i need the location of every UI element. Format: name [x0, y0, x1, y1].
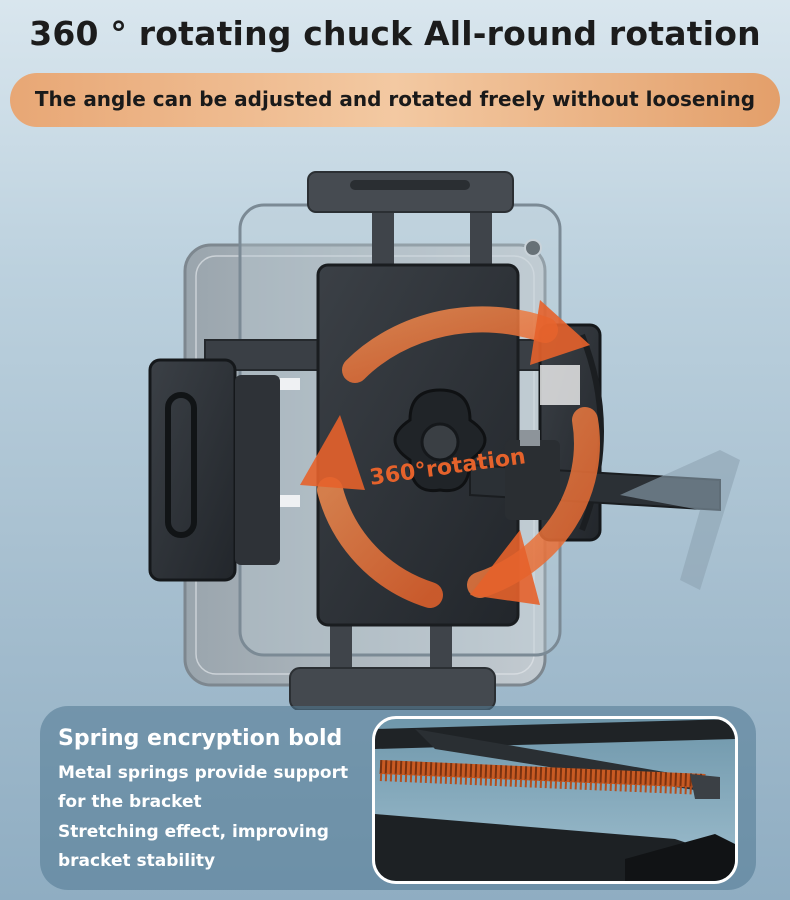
left-clamp — [148, 358, 280, 582]
spring-detail-image — [375, 719, 735, 881]
feature-line-1: Metal springs provide support — [58, 763, 349, 783]
camera-icon — [524, 239, 542, 257]
feature-line-2: for the bracket — [58, 792, 202, 812]
spring-detail-inset — [372, 716, 738, 884]
headline-title: 360 ° rotating chuck All-round rotation — [29, 14, 761, 53]
spring-icon — [379, 760, 706, 795]
product-illustration: 360°rotation — [148, 171, 740, 710]
mounting-arm — [469, 430, 740, 590]
feature-line-4: bracket stability — [58, 851, 216, 871]
subtitle-text: The angle can be adjusted and rotated fr… — [34, 87, 756, 111]
rotation-knob-icon — [393, 388, 487, 493]
subtitle-banner: The angle can be adjusted and rotated fr… — [10, 73, 780, 127]
feature-line-3: Stretching effect, improving — [58, 822, 329, 842]
rotation-arrows-icon — [300, 300, 600, 608]
bottom-clamp — [289, 610, 496, 710]
top-clamp — [307, 171, 514, 270]
feature-title: Spring encryption bold — [58, 726, 343, 751]
